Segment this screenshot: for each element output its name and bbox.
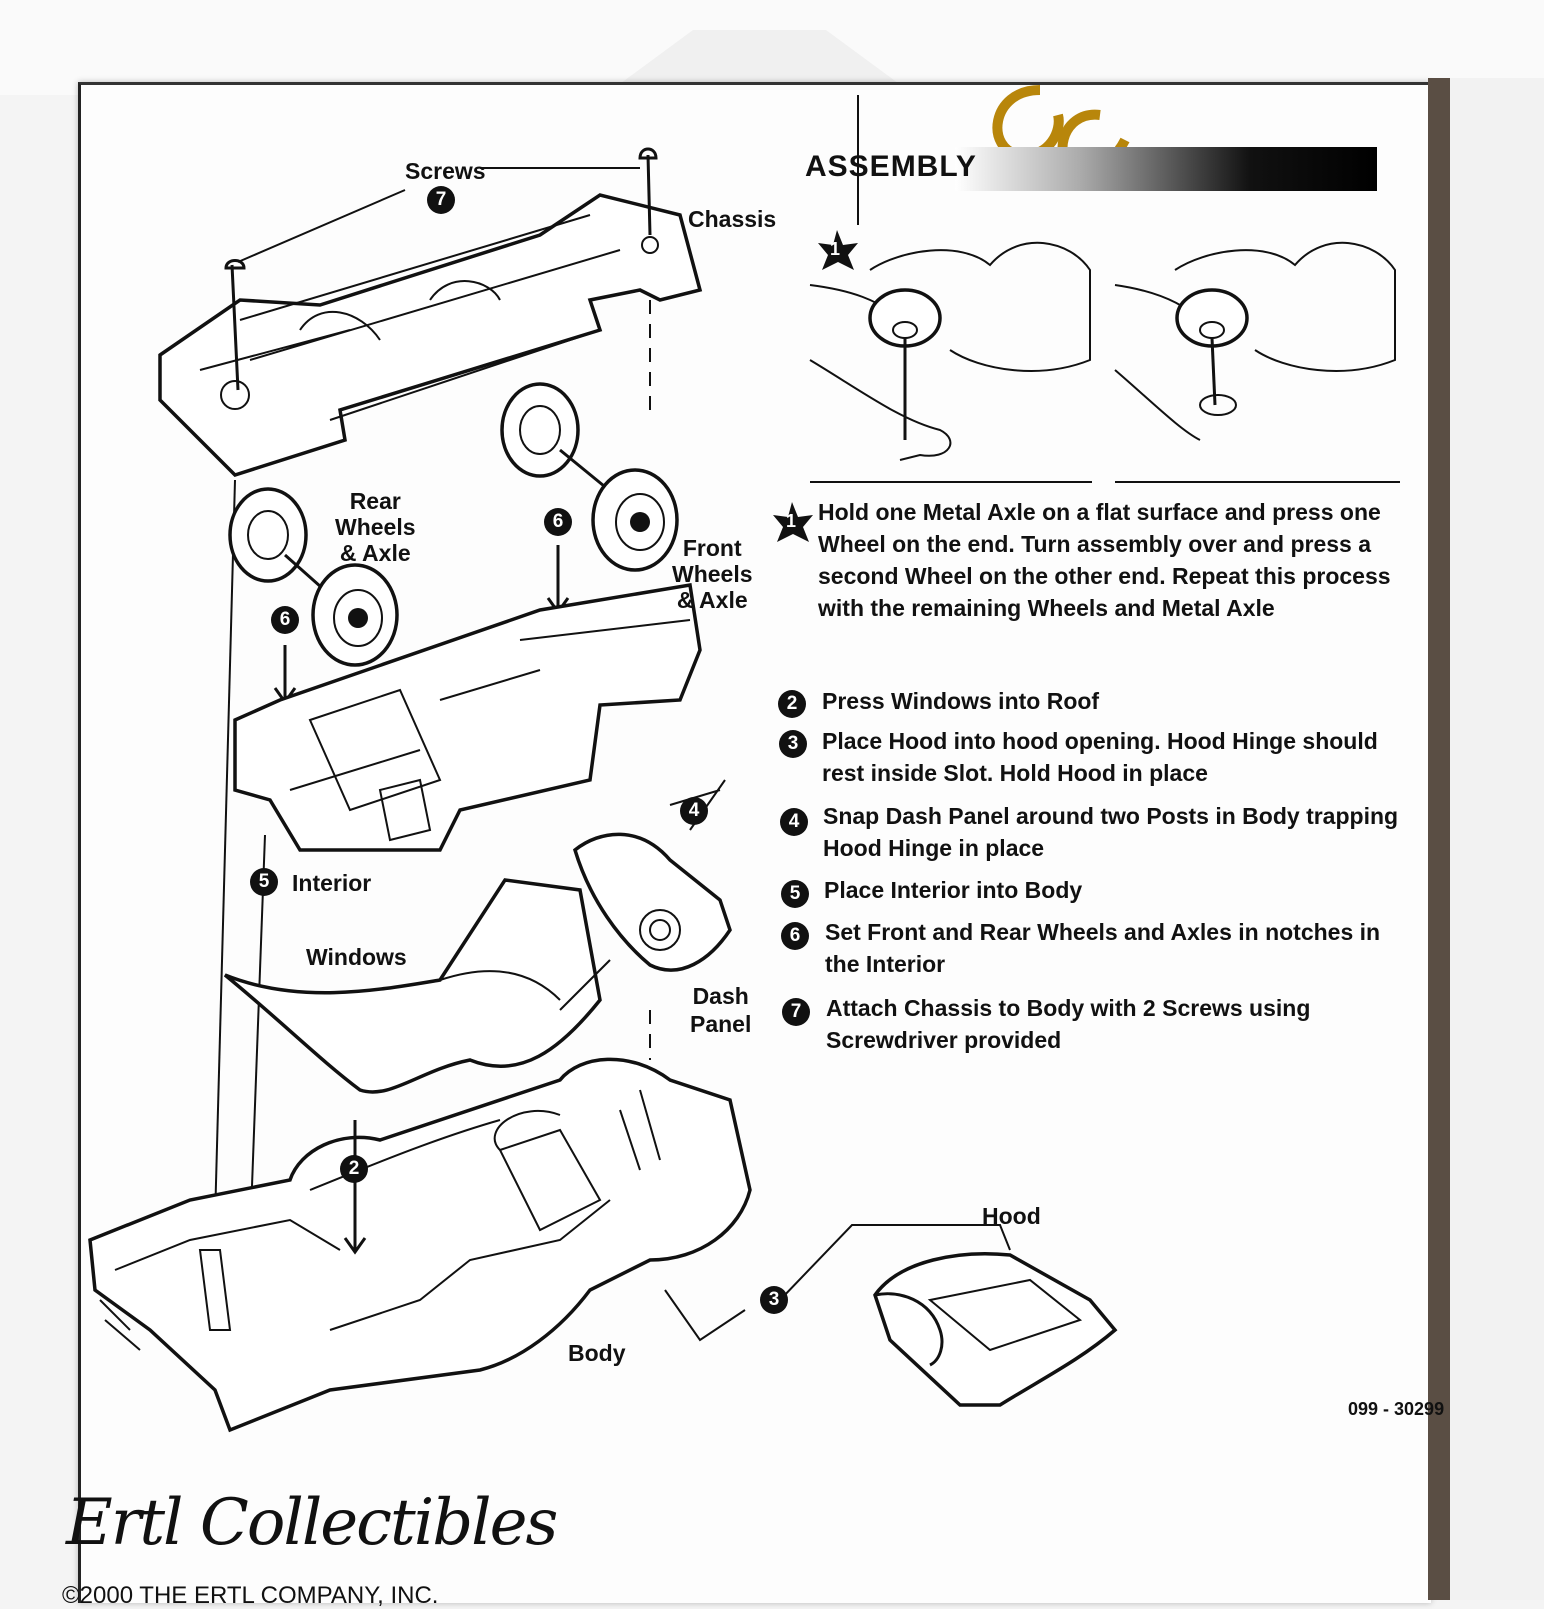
step-3-text: Place Hood into hood opening. Hood Hinge… bbox=[822, 728, 1378, 786]
chassis-part bbox=[158, 193, 703, 477]
box-side-background bbox=[1450, 78, 1544, 1600]
label-front-wheels-line3: & Axle bbox=[676, 587, 748, 613]
front-wheels-part bbox=[500, 382, 679, 572]
label-rear-wheels-line2: Wheels bbox=[335, 514, 416, 540]
callout-screws: 7 bbox=[427, 186, 455, 214]
callout-dash: 4 bbox=[680, 797, 708, 825]
step-4-text: Snap Dash Panel around two Posts in Body… bbox=[823, 803, 1399, 861]
windows-part bbox=[223, 878, 602, 1094]
step-7-text: Attach Chassis to Body with 2 Screws usi… bbox=[826, 995, 1311, 1053]
label-front-wheels-line1: Front bbox=[682, 535, 742, 561]
hood-part bbox=[873, 1252, 1118, 1407]
interior-part bbox=[233, 582, 702, 852]
header-bar bbox=[955, 147, 1377, 191]
label-screws: Screws bbox=[405, 158, 486, 184]
step-2-number: 2 bbox=[778, 690, 806, 718]
brand-logo: Ertl Collectibles bbox=[66, 1486, 558, 1560]
page-title: ASSEMBLY bbox=[805, 150, 977, 183]
callout-rear-axle: 6 bbox=[271, 606, 299, 634]
label-windows: Windows bbox=[306, 944, 407, 970]
label-dash-panel-line2: Panel bbox=[690, 1011, 752, 1037]
label-hood: Hood bbox=[982, 1203, 1041, 1229]
label-rear-wheels: Rear Wheels & Axle bbox=[335, 488, 416, 566]
step1-star-badge bbox=[818, 230, 858, 270]
callout-hood: 3 bbox=[760, 1286, 788, 1314]
copyright: ©2000 THE ERTL COMPANY, INC. bbox=[62, 1582, 439, 1609]
label-dash-panel-line1: Dash bbox=[692, 983, 749, 1009]
step1-illustration bbox=[809, 95, 1400, 483]
body-part bbox=[88, 1057, 752, 1433]
callout-front-axle: 6 bbox=[544, 508, 572, 536]
label-chassis: Chassis bbox=[688, 206, 777, 232]
callout-interior: 5 bbox=[250, 868, 278, 896]
step-4-number: 4 bbox=[780, 808, 808, 836]
label-dash-panel: Dash Panel bbox=[690, 982, 751, 1038]
rear-wheels-part bbox=[228, 487, 399, 667]
step-1-text: Hold one Metal Axle on a flat surface an… bbox=[818, 499, 1391, 621]
step-7-number: 7 bbox=[782, 998, 810, 1026]
screw-icons bbox=[214, 147, 658, 1221]
label-rear-wheels-line1: Rear bbox=[349, 488, 401, 514]
step1-star-number: 1 bbox=[830, 239, 841, 259]
label-rear-wheels-line3: & Axle bbox=[339, 540, 411, 566]
box-side-edge bbox=[1428, 78, 1450, 1600]
part-code: 099 - 30299 bbox=[1348, 1399, 1445, 1419]
label-body: Body bbox=[568, 1340, 626, 1366]
step-5-text: Place Interior into Body bbox=[824, 877, 1083, 903]
step1-text-star-number: 1 bbox=[786, 511, 797, 531]
callout-windows: 2 bbox=[340, 1155, 368, 1183]
step1-star-badge-text bbox=[773, 502, 813, 542]
step-6-number: 6 bbox=[781, 922, 809, 950]
step-2-text: Press Windows into Roof bbox=[822, 688, 1100, 714]
label-front-wheels: Front Wheels & Axle bbox=[672, 535, 753, 613]
step-3-number: 3 bbox=[779, 730, 807, 758]
label-interior: Interior bbox=[292, 870, 372, 896]
step-6-text: Set Front and Rear Wheels and Axles in n… bbox=[825, 919, 1381, 977]
step-5-number: 5 bbox=[781, 880, 809, 908]
label-front-wheels-line2: Wheels bbox=[672, 561, 753, 587]
